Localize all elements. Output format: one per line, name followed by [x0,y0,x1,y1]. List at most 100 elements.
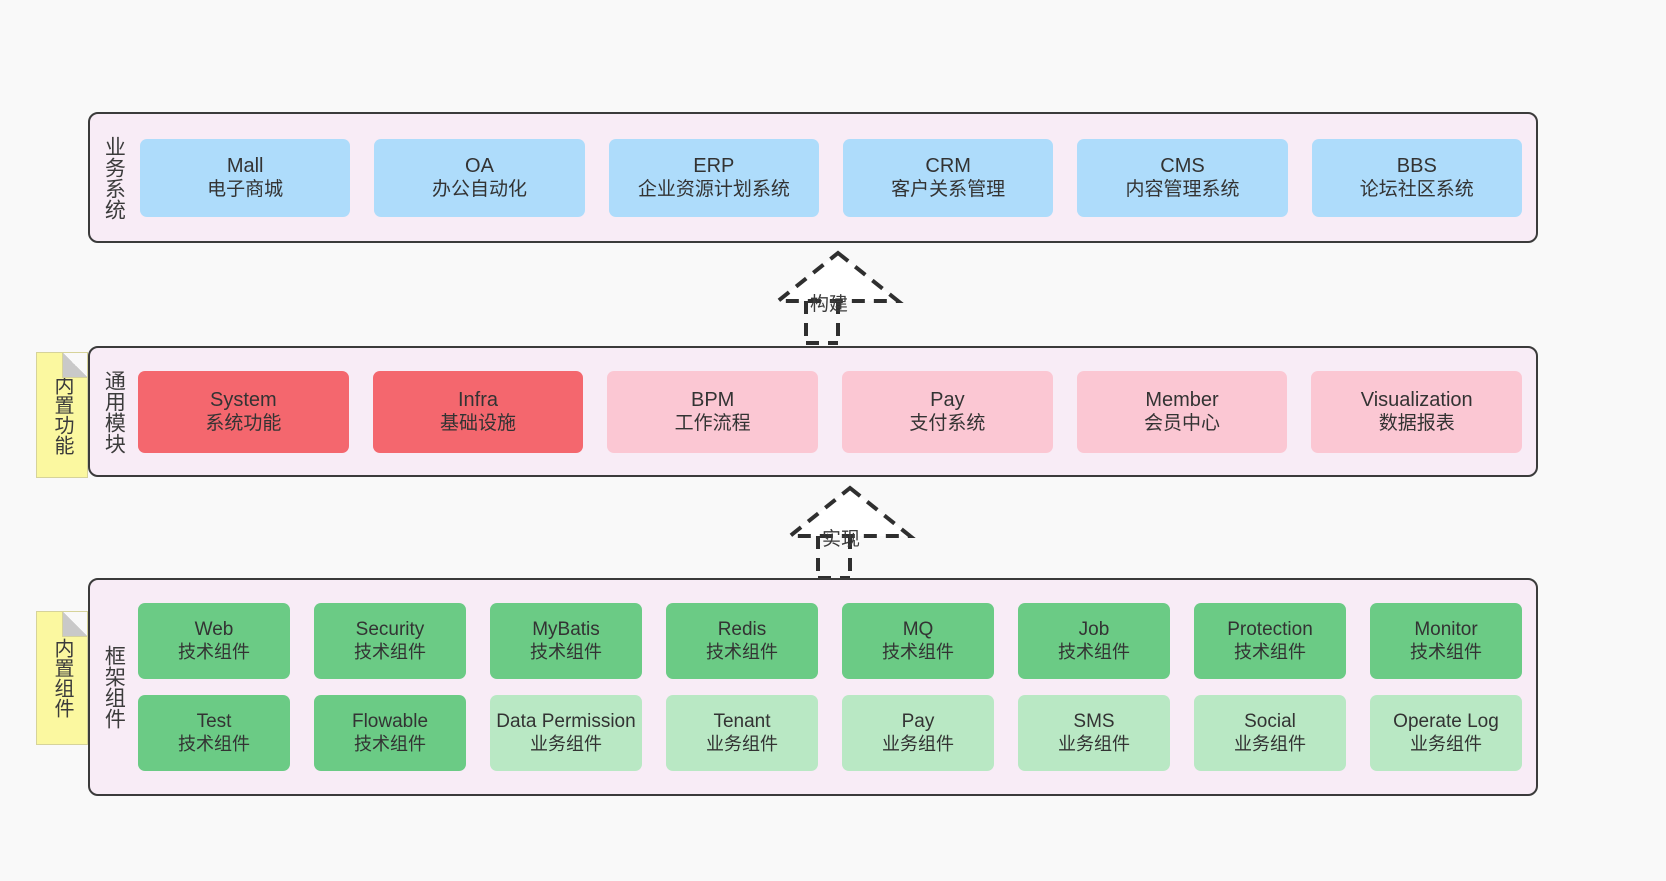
layer-body-business-systems: Mall 电子商城 OA 办公自动化 ERP 企业资源计划系统 CRM 客户关系… [136,114,1536,241]
card-cms-cn: 内容管理系统 [1125,179,1240,201]
card-pay-module-en: Pay [930,388,965,411]
card-security-cn: 技术组件 [354,641,426,662]
card-crm-cn: 客户关系管理 [891,179,1006,201]
card-mall-cn: 电子商城 [207,179,284,201]
card-test[interactable]: Test 技术组件 [138,695,290,771]
card-sms-en: SMS [1073,711,1115,733]
card-flowable-en: Flowable [351,711,429,733]
card-infra-cn: 基础设施 [440,413,517,435]
card-operate-log-en: Operate Log [1393,711,1499,733]
card-oa-en: OA [465,154,494,177]
card-bpm-cn: 工作流程 [674,413,751,435]
card-member-cn: 会员中心 [1144,413,1221,435]
note-builtin-features: 内置功能 [36,352,88,478]
card-mybatis[interactable]: MyBatis 技术组件 [490,603,642,679]
layer-title-business-systems: 业务系统 [102,135,126,220]
card-erp-en: ERP [693,154,735,177]
card-mybatis-cn: 技术组件 [530,641,602,662]
layer-title-common-modules: 通用模块 [102,369,126,454]
note-builtin-features-text: 内置功能 [51,375,73,455]
card-redis[interactable]: Redis 技术组件 [666,603,818,679]
card-mq-en: MQ [902,619,934,641]
card-mall-en: Mall [226,154,264,177]
card-pay-component-en: Pay [901,711,935,733]
card-redis-en: Redis [717,619,767,641]
card-pay-component[interactable]: Pay 业务组件 [842,695,994,771]
card-erp-cn: 企业资源计划系统 [637,179,790,201]
framework-components-row-one: Web 技术组件 Security 技术组件 MyBatis 技术组件 Redi… [138,603,1522,679]
card-protection-cn: 技术组件 [1234,641,1306,662]
arrow-build-label: 构建 [810,294,849,315]
layer-framework-components: 框架组件 Web 技术组件 Security 技术组件 MyBatis 技术组件… [88,578,1538,796]
card-mq[interactable]: MQ 技术组件 [842,603,994,679]
card-cms[interactable]: CMS 内容管理系统 [1077,138,1288,217]
note-builtin-components-text: 内置组件 [51,638,73,718]
card-data-permission-en: Data Permission [496,711,636,733]
arrow-build-shaft [804,301,840,345]
card-operate-log[interactable]: Operate Log 业务组件 [1370,695,1522,771]
card-visualization-cn: 数据报表 [1378,413,1455,435]
card-mq-cn: 技术组件 [882,641,954,662]
card-cms-en: CMS [1160,154,1205,177]
card-mybatis-en: MyBatis [532,619,600,641]
card-security[interactable]: Security 技术组件 [314,603,466,679]
card-job[interactable]: Job 技术组件 [1018,603,1170,679]
card-test-en: Test [196,711,232,733]
business-systems-row: Mall 电子商城 OA 办公自动化 ERP 企业资源计划系统 CRM 客户关系… [140,138,1522,217]
card-crm[interactable]: CRM 客户关系管理 [842,138,1054,217]
card-monitor[interactable]: Monitor 技术组件 [1370,603,1522,679]
card-social-cn: 业务组件 [1234,733,1306,754]
card-flowable[interactable]: Flowable 技术组件 [314,695,466,771]
card-bpm[interactable]: BPM 工作流程 [607,370,819,453]
layer-title-framework-components: 框架组件 [102,645,126,729]
card-pay-module-cn: 支付系统 [909,413,986,435]
card-data-permission[interactable]: Data Permission 业务组件 [490,695,642,771]
layer-business-systems: 业务系统 Mall 电子商城 OA 办公自动化 ERP 企业资源计划系统 CRM… [88,112,1538,243]
card-job-en: Job [1078,619,1110,641]
card-web[interactable]: Web 技术组件 [138,603,290,679]
card-pay-component-cn: 业务组件 [882,733,954,754]
common-modules-row: System 系统功能 Infra 基础设施 BPM 工作流程 Pay 支付系统… [138,370,1523,453]
card-web-cn: 技术组件 [178,641,250,662]
card-security-en: Security [355,619,425,641]
card-bbs[interactable]: BBS 论坛社区系统 [1311,138,1522,217]
card-operate-log-cn: 业务组件 [1410,733,1482,754]
card-mall[interactable]: Mall 电子商城 [140,138,351,217]
card-bbs-en: BBS [1396,154,1437,177]
arrow-realize: 实现 [760,484,940,580]
card-system[interactable]: System 系统功能 [138,370,349,453]
arrow-build: 构建 [748,249,928,345]
card-bpm-en: BPM [691,388,735,411]
card-tenant-cn: 业务组件 [706,733,778,754]
card-infra-en: Infra [457,388,499,411]
card-erp[interactable]: ERP 企业资源计划系统 [608,138,819,217]
card-system-cn: 系统功能 [205,413,282,435]
note-builtin-components: 内置组件 [36,611,88,745]
card-oa[interactable]: OA 办公自动化 [374,138,585,217]
card-monitor-en: Monitor [1414,619,1478,641]
card-tenant[interactable]: Tenant 业务组件 [666,695,818,771]
layer-body-framework-components: Web 技术组件 Security 技术组件 MyBatis 技术组件 Redi… [136,580,1536,794]
card-test-cn: 技术组件 [178,733,250,754]
card-system-en: System [209,388,277,411]
card-visualization[interactable]: Visualization 数据报表 [1311,370,1523,453]
layer-common-modules: 通用模块 System 系统功能 Infra 基础设施 BPM 工作流程 Pay… [88,346,1538,477]
card-visualization-en: Visualization [1360,388,1473,411]
card-tenant-en: Tenant [713,711,771,733]
card-protection-en: Protection [1227,619,1313,641]
card-web-en: Web [194,619,234,641]
card-oa-cn: 办公自动化 [431,179,527,201]
card-infra[interactable]: Infra 基础设施 [372,370,584,453]
arrow-realize-label: 实现 [822,529,861,550]
card-sms-cn: 业务组件 [1058,733,1130,754]
card-job-cn: 技术组件 [1058,641,1130,662]
card-redis-cn: 技术组件 [706,641,778,662]
framework-components-row-two: Test 技术组件 Flowable 技术组件 Data Permission … [138,695,1522,771]
card-social[interactable]: Social 业务组件 [1194,695,1346,771]
card-protection[interactable]: Protection 技术组件 [1194,603,1346,679]
card-data-permission-cn: 业务组件 [530,733,602,754]
card-sms[interactable]: SMS 业务组件 [1018,695,1170,771]
card-pay-module[interactable]: Pay 支付系统 [842,370,1053,453]
card-member[interactable]: Member 会员中心 [1076,370,1288,453]
